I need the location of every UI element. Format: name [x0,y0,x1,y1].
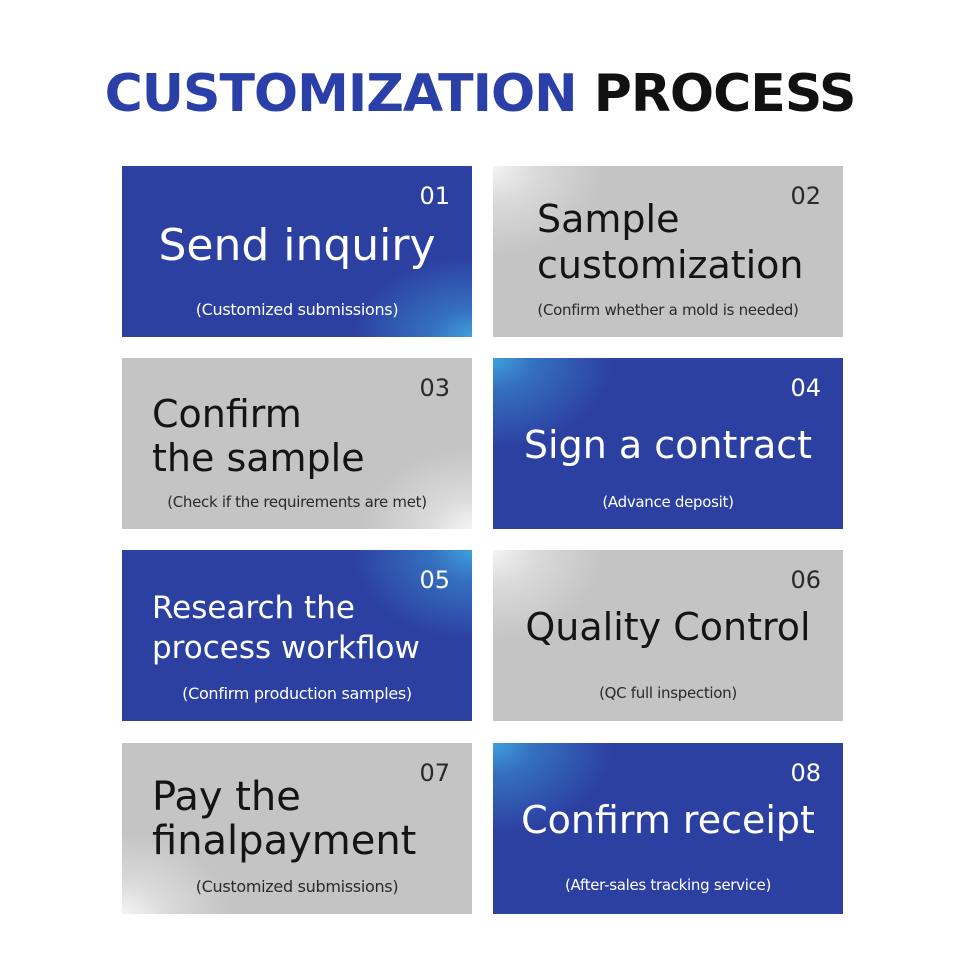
step-subtitle: (Confirm production samples) [182,684,412,703]
step-card-01: 01 Send inquiry (Customized submissions) [122,166,472,337]
step-subtitle: (Customized submissions) [195,877,399,896]
step-heading-line: Send inquiry [158,220,436,271]
step-card-08: 08 Confirm receipt (After-sales tracking… [493,743,843,914]
step-heading: Confirm receipt [493,797,843,843]
step-card-07: 07 Pay the finalpayment (Customized subm… [122,743,472,914]
step-card-04: 04 Sign a contract (Advance deposit) [493,358,843,529]
page-title-customization: CUSTOMIZATION [104,64,578,124]
step-heading-line: Pay the [152,774,301,820]
step-number: 02 [790,182,821,210]
step-number: 08 [790,759,821,787]
page-title: CUSTOMIZATION PROCESS [0,62,960,126]
step-heading-line: the sample [152,436,365,480]
step-heading: Sample customization [493,196,843,288]
step-heading: Research the process workflow [122,588,472,668]
step-subtitle: (Check if the requirements are met) [167,493,427,511]
step-heading: Send inquiry [122,220,472,272]
step-heading: Quality Control [493,604,843,650]
step-number: 01 [419,182,450,210]
step-subtitle: (After-sales tracking service) [564,876,772,894]
step-card-02: 02 Sample customization (Confirm whether… [493,166,843,337]
step-heading-line: Research the [152,590,355,626]
step-heading-line: Sample [537,197,680,241]
step-number: 06 [790,566,821,594]
step-subtitle: (Confirm whether a mold is needed) [537,301,799,319]
page-title-process: PROCESS [593,64,857,124]
step-heading-line: finalpayment [152,818,417,864]
step-number: 04 [790,374,821,402]
step-subtitle: (Advance deposit) [602,493,734,511]
step-heading-line: Confirm receipt [521,798,815,842]
step-number: 03 [419,374,450,402]
step-heading: Confirm the sample [122,392,472,480]
step-card-05: 05 Research the process workflow (Confir… [122,550,472,721]
step-heading: Pay the finalpayment [122,775,472,863]
step-card-03: 03 Confirm the sample (Check if the requ… [122,358,472,529]
step-subtitle: (Customized submissions) [195,300,399,319]
step-number: 05 [419,566,450,594]
step-heading-line: customization [537,243,804,287]
step-heading-line: Quality Control [525,605,811,649]
step-heading-line: Sign a contract [523,423,813,467]
step-heading-line: process workflow [152,630,420,666]
step-heading-line: Confirm [152,392,302,436]
step-heading: Sign a contract [493,422,843,468]
step-subtitle: (QC full inspection) [599,684,737,702]
step-number: 07 [419,759,450,787]
step-card-06: 06 Quality Control (QC full inspection) [493,550,843,721]
